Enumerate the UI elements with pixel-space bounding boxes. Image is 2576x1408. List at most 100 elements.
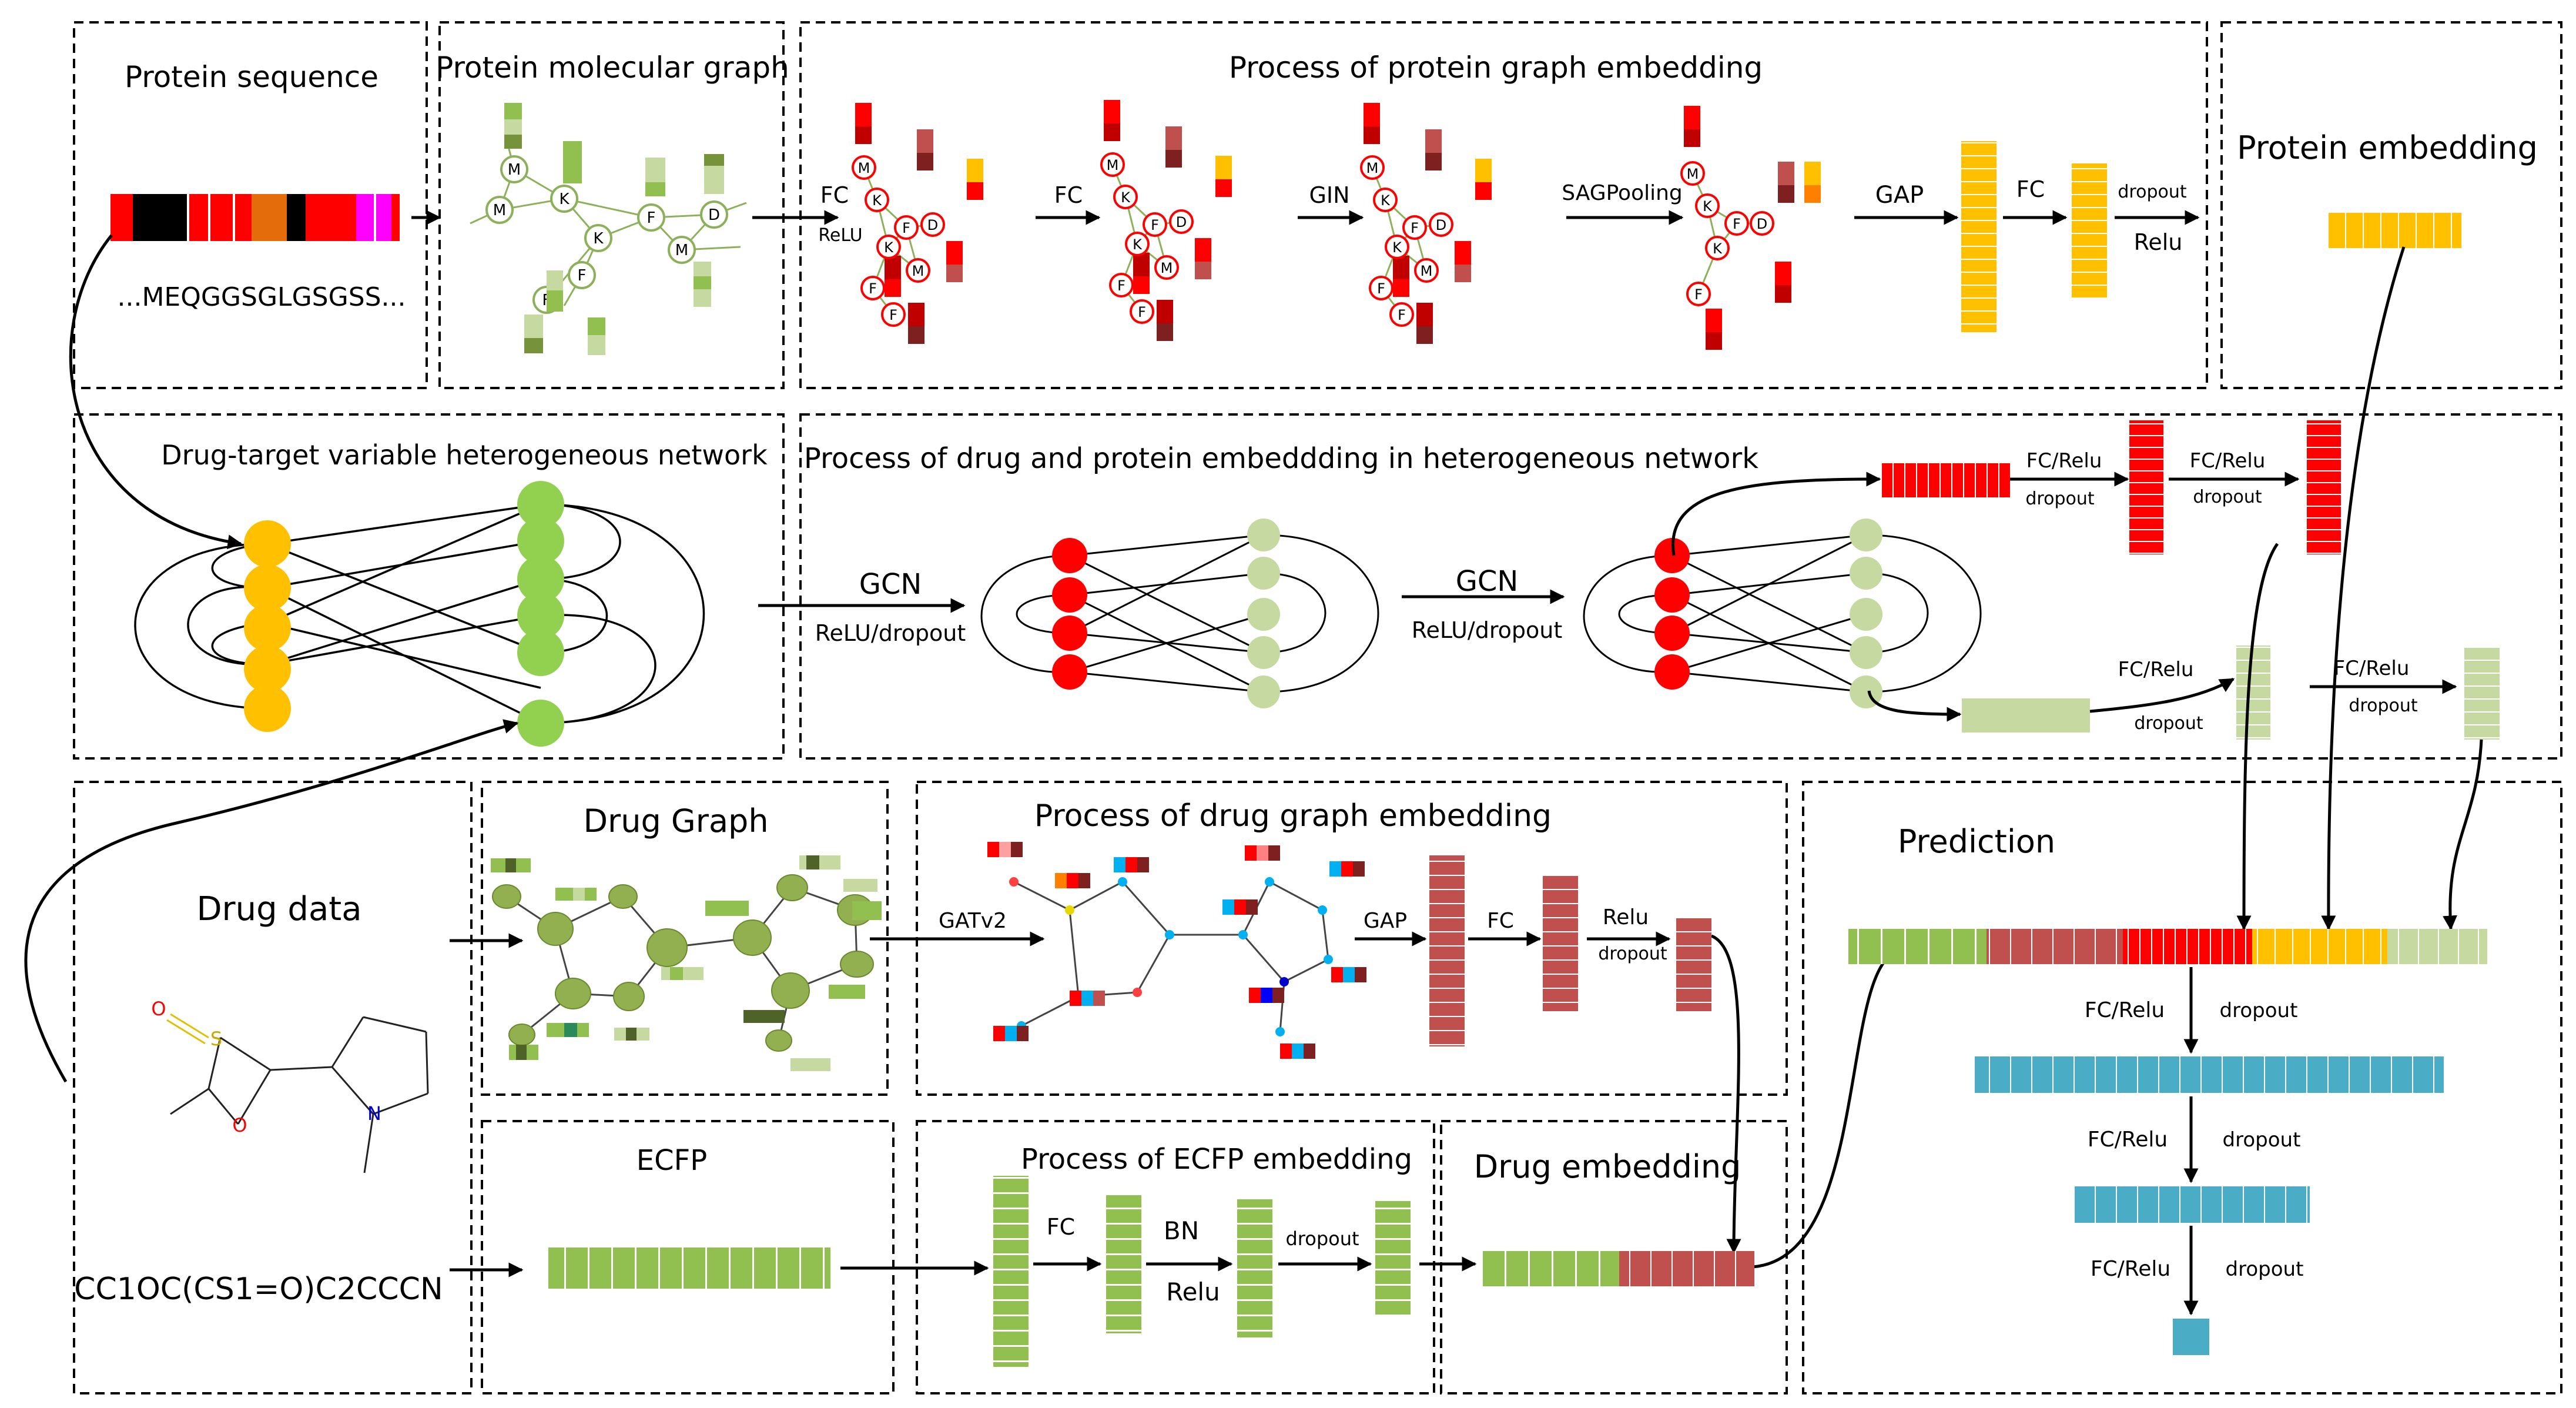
op-dropout-p3: dropout xyxy=(2226,1257,2304,1281)
protein-fc-vector xyxy=(2072,163,2107,299)
hetero-protein-fc1-vector xyxy=(2236,646,2270,740)
svg-text:M: M xyxy=(508,161,521,179)
drug-node-feature-8 xyxy=(993,1026,1029,1041)
svg-text:K: K xyxy=(559,190,570,208)
op-fc-relu-p3: FC/Relu xyxy=(2091,1257,2170,1281)
op-relu-protein: Relu xyxy=(2134,229,2183,255)
op-gap-protein: GAP xyxy=(1875,182,1924,209)
op-relu-dropout-1: ReLU/dropout xyxy=(815,620,966,646)
op-dropout-ecfp: dropout xyxy=(1285,1228,1359,1250)
op-fc-relu-p1: FC/Relu xyxy=(2085,998,2165,1022)
hetero-gcn-network-1 xyxy=(980,519,1379,708)
svg-text:N: N xyxy=(367,1102,381,1125)
drug-embedding-title: Drug embedding xyxy=(1474,1148,1741,1185)
svg-text:K: K xyxy=(593,230,604,248)
op-dropout-h1: dropout xyxy=(2025,489,2094,509)
protein-embedding-title: Protein embedding xyxy=(2237,129,2538,166)
ecfp-vec-1 xyxy=(993,1176,1029,1367)
hetero-embedding-process-title: Process of drug and protein embeddding i… xyxy=(804,442,1758,475)
op-gcn-1: GCN xyxy=(859,568,922,601)
op-relu-dropout-2: ReLU/dropout xyxy=(1412,617,1562,643)
node-label: F xyxy=(1138,304,1146,320)
node-label: M xyxy=(1421,263,1433,279)
svg-text:S: S xyxy=(210,1028,222,1050)
panel-drug-data xyxy=(73,781,473,1394)
panel-protein-embedding-process xyxy=(799,21,2208,389)
arrow-hetero-drug-out xyxy=(1671,471,1881,556)
node-label: D xyxy=(1757,216,1767,232)
op-bn-ecfp: BN xyxy=(1164,1216,1199,1245)
drug-node-feature-9 xyxy=(1249,988,1284,1003)
drug-node-feature-2 xyxy=(1055,873,1090,888)
drug-graph-embedding-figure xyxy=(987,842,1366,1059)
hetero-gcn-network-2 xyxy=(1583,519,1982,708)
arrow-hetero-protein-to-pred xyxy=(2443,739,2483,931)
drug-embedding-process-title: Process of drug graph embedding xyxy=(1034,798,1552,834)
node-label: M xyxy=(1107,157,1119,173)
node-label: F xyxy=(1398,307,1406,323)
op-fc-2: FC xyxy=(1054,182,1083,208)
drug-embedding-vector xyxy=(1481,1251,1754,1286)
node-label: M xyxy=(912,263,924,279)
drug-node-feature-4 xyxy=(1245,845,1280,861)
node-label: M xyxy=(1161,260,1173,276)
heterogeneous-network-figure xyxy=(134,481,705,747)
hetero-protein-fc2-vector xyxy=(2464,647,2500,740)
drug-graph-figure xyxy=(491,855,882,1071)
op-dropout-h4: dropout xyxy=(2349,695,2417,716)
arrow-protein-emb-to-pred xyxy=(2321,246,2406,931)
ecfp-vector xyxy=(548,1248,830,1289)
op-fc-drug: FC xyxy=(1487,909,1514,933)
node-label: K xyxy=(884,239,894,256)
op-relu-drug: Relu xyxy=(1603,905,1649,929)
protein-graph-title: Protein molecular graph xyxy=(436,51,789,85)
prediction-fc2-vector xyxy=(2075,1186,2310,1223)
node-label: F xyxy=(869,280,877,297)
op-relu-ecfp: Relu xyxy=(1166,1277,1220,1306)
panel-protein-sequence xyxy=(73,21,428,389)
drug-smiles: CC1OC(CS1=O)C2CCCN xyxy=(74,1272,443,1307)
op-fc-relu-p2: FC/Relu xyxy=(2088,1128,2168,1152)
svg-text:F: F xyxy=(647,209,656,227)
drug-molecule-structure xyxy=(166,1013,429,1173)
hetero-drug-vector xyxy=(1882,463,2010,497)
panel-hetero-embedding-process xyxy=(799,413,2562,760)
op-fc-relu-h2: FC/Relu xyxy=(2190,449,2266,473)
drug-node-feature-3 xyxy=(1114,857,1149,872)
ecfp-title: ECFP xyxy=(637,1144,707,1177)
protein-embedding-vector xyxy=(2327,213,2461,248)
heterogeneous-network-title: Drug-target variable heterogeneous netwo… xyxy=(161,439,768,471)
op-sagpooling: SAGPooling xyxy=(1562,181,1683,205)
op-dropout-h2: dropout xyxy=(2193,487,2262,507)
prediction-output xyxy=(2173,1319,2209,1355)
node-label: F xyxy=(1151,217,1159,233)
panel-drug-embedding xyxy=(1440,1120,1788,1394)
op-gap-drug: GAP xyxy=(1364,909,1407,933)
protein-sequence-text: ...MEQGGSGLGSGSS... xyxy=(117,282,406,312)
drug-data-title: Drug data xyxy=(196,890,361,928)
arrow-drug-to-hetero xyxy=(24,719,519,1083)
arrow-drug-emb-to-pred xyxy=(1752,951,1897,1269)
drug-node-feature-10 xyxy=(1331,967,1366,982)
ecfp-vec-2 xyxy=(1106,1195,1141,1333)
drug-gap-vector xyxy=(1429,855,1465,1046)
svg-text:O: O xyxy=(151,998,166,1020)
node-label: F xyxy=(902,220,910,236)
node-label: F xyxy=(889,307,897,323)
op-dropout-p2: dropout xyxy=(2223,1128,2301,1152)
drug-node-feature-1 xyxy=(987,842,1023,857)
hetero-drug-fc2-vector xyxy=(2307,420,2341,554)
node-label: F xyxy=(1117,277,1125,294)
drug-node-feature-7 xyxy=(1070,991,1105,1006)
protein-sequence-bar xyxy=(110,194,400,241)
node-label: F xyxy=(1733,216,1741,232)
panel-protein-embedding xyxy=(2220,21,2562,389)
node-label: K xyxy=(1392,239,1402,256)
op-dropout-h3: dropout xyxy=(2134,713,2203,734)
op-fc-ecfp: FC xyxy=(1047,1214,1075,1240)
prediction-concat-vector xyxy=(1848,929,2487,964)
